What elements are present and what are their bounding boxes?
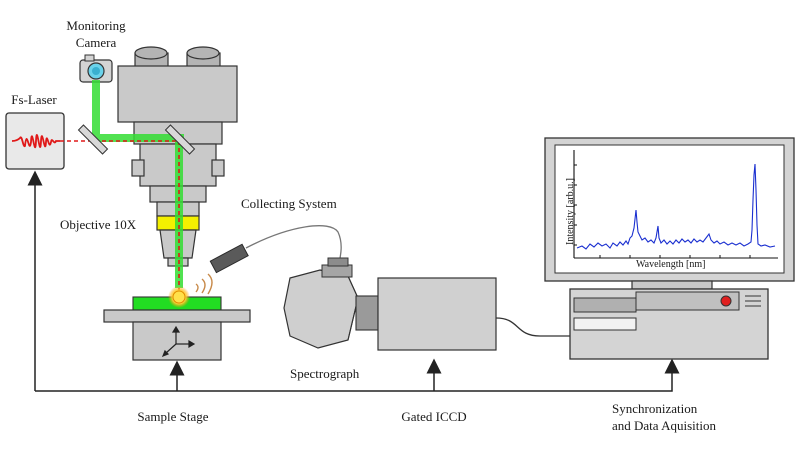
label-gated-iccd: Gated ICCD <box>401 409 467 424</box>
plasma-spark <box>168 286 190 308</box>
sample-stage <box>103 296 251 361</box>
label-sync-line1: Synchronization <box>612 401 698 416</box>
label-fs-laser: Fs-Laser <box>11 92 57 107</box>
label-spectrograph: Spectrograph <box>290 366 360 381</box>
spectrograph <box>283 257 379 349</box>
label-monitoring-camera-line1: Monitoring <box>66 18 126 33</box>
axes-icon <box>161 325 196 358</box>
plot-xlabel: Wavelength [nm] <box>636 259 706 270</box>
label-sync-line2: and Data Aquisition <box>612 418 716 433</box>
camera-icon <box>79 54 113 83</box>
laser-beam <box>60 140 180 296</box>
collecting-system <box>209 225 342 274</box>
mirrors <box>77 124 196 155</box>
spectrum-line <box>576 163 776 250</box>
spectrum-plot <box>573 150 778 259</box>
fs-laser <box>5 112 65 170</box>
label-objective: Objective 10X <box>60 217 137 232</box>
emission-waves <box>195 273 213 295</box>
label-sample-stage: Sample Stage <box>137 409 209 424</box>
sync-bus <box>27 170 680 392</box>
power-button <box>720 295 732 307</box>
label-collecting-system: Collecting System <box>241 196 337 211</box>
label-monitoring-camera-line2: Camera <box>75 35 117 50</box>
laser-pulse-icon <box>11 134 60 149</box>
computer <box>544 137 795 360</box>
gated-iccd <box>377 277 578 351</box>
plot-ylabel: Intensity [arb.u.] <box>565 178 576 245</box>
monitor-screen <box>554 144 785 274</box>
